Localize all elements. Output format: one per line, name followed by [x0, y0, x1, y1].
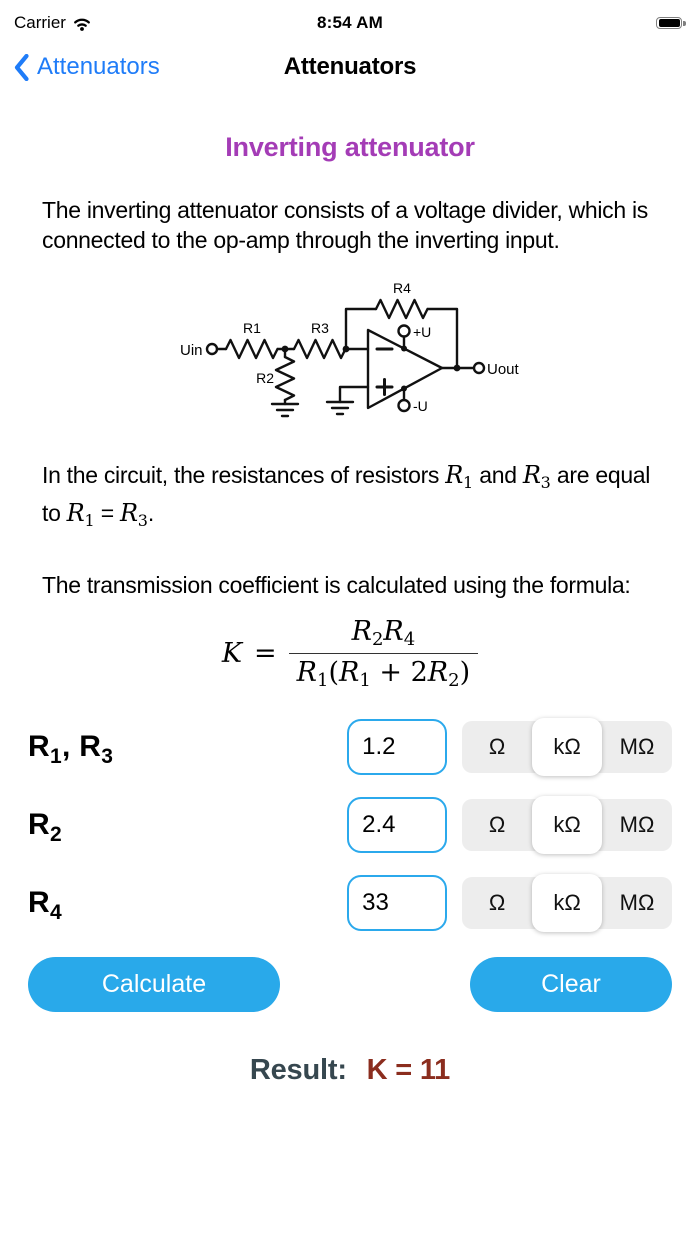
calculate-button[interactable]: Calculate: [28, 957, 280, 1012]
intro-paragraph: The inverting attenuator consists of a v…: [42, 197, 648, 253]
unit-segment-ohm[interactable]: Ω: [488, 890, 506, 915]
unit-segment-mohm[interactable]: MΩ: [619, 812, 655, 837]
clear-button[interactable]: Clear: [470, 957, 672, 1012]
row-r2-label: R2: [28, 808, 62, 846]
note-paragraph: In the circuit, the resistances of resis…: [42, 461, 651, 530]
row-r1-r3-label: R1, R3: [28, 730, 114, 768]
row-r4-label: R4: [28, 886, 62, 924]
r1-r3-unit-segmented-control: Ω kΩ MΩ: [462, 718, 672, 776]
unit-segment-kohm[interactable]: kΩ: [532, 718, 603, 776]
formula-intro: The transmission coefficient is calculat…: [42, 572, 631, 598]
r4-value-input[interactable]: [347, 875, 448, 931]
result-label: Result:: [249, 1054, 347, 1086]
unit-segment-kohm[interactable]: kΩ: [532, 796, 603, 854]
r2-value-input[interactable]: [347, 797, 448, 853]
unit-segment-kohm[interactable]: kΩ: [532, 874, 603, 932]
r4-unit-segmented-control: Ω kΩ MΩ: [462, 874, 672, 932]
circuit-label-r3: R3: [311, 320, 329, 336]
unit-segment-ohm[interactable]: Ω: [488, 812, 506, 837]
parameter-rows: R1, R3 Ω kΩ MΩ R2 Ω kΩ MΩ R4 Ω kΩ MΩ: [0, 718, 700, 932]
carrier-label: Carrier: [14, 13, 66, 32]
result-row: Result: K = 11: [0, 1054, 700, 1087]
r1-r3-value-input[interactable]: [347, 719, 448, 775]
row-r4: R4 Ω kΩ MΩ: [28, 874, 672, 932]
clock: 8:54 AM: [317, 13, 383, 32]
row-r2: R2 Ω kΩ MΩ: [28, 796, 672, 854]
circuit-label-uin: Uin: [180, 342, 203, 359]
navigation-bar: Attenuators Attenuators: [0, 42, 700, 92]
battery-icon: [656, 16, 686, 30]
transmission-formula: K = R2R4 R1(R1 + 2R2): [0, 616, 700, 691]
circuit-label-r1: R1: [243, 320, 261, 336]
circuit-diagram: Uin R1 R3 R2 R4 +U -U Uout: [180, 280, 520, 418]
math-r3: R: [522, 461, 541, 489]
status-bar: Carrier 8:54 AM: [0, 0, 700, 36]
r2-unit-segmented-control: Ω kΩ MΩ: [462, 796, 672, 854]
unit-segment-ohm[interactable]: Ω: [488, 734, 506, 759]
unit-segment-mohm[interactable]: MΩ: [619, 734, 655, 759]
circuit-label-uout: Uout: [487, 361, 520, 378]
wifi-icon: [74, 18, 90, 31]
circuit-label-plus-u: +U: [413, 324, 431, 340]
page-title: Attenuators: [283, 53, 417, 80]
back-button-label: Attenuators: [37, 53, 160, 80]
chevron-left-icon: [14, 53, 29, 81]
back-button[interactable]: Attenuators: [14, 53, 160, 81]
section-heading: Inverting attenuator: [225, 132, 475, 162]
circuit-label-r2: R2: [256, 370, 274, 386]
unit-segment-mohm[interactable]: MΩ: [619, 890, 655, 915]
circuit-label-r4: R4: [393, 280, 411, 296]
result-value: K = 11: [366, 1054, 451, 1086]
circuit-label-minus-u: -U: [413, 398, 428, 414]
action-buttons: Calculate Clear: [0, 957, 700, 1012]
row-r1-r3: R1, R3 Ω kΩ MΩ: [28, 718, 672, 776]
math-r1: R: [445, 461, 463, 489]
